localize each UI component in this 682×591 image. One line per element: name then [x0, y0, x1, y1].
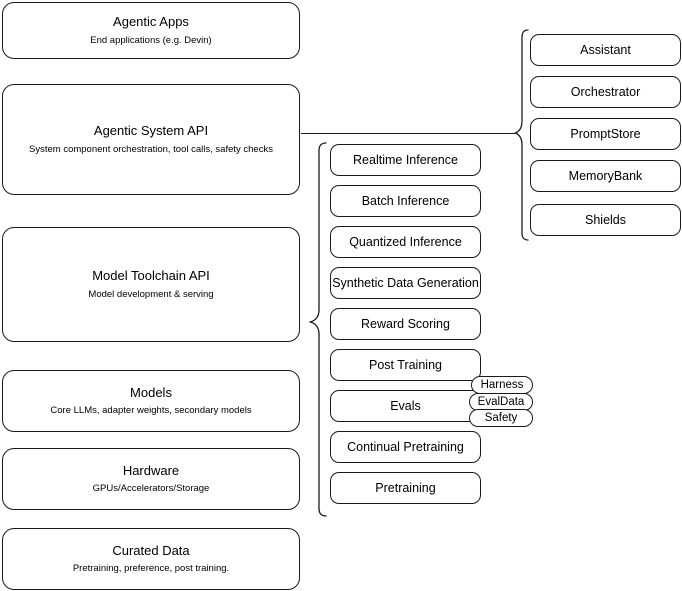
layer-subtitle: GPUs/Accelerators/Storage	[92, 483, 210, 495]
component-chip-promptstore[interactable]: PromptStore	[530, 118, 681, 150]
chip-label: Evals	[390, 399, 421, 413]
chip-label: Quantized Inference	[349, 235, 462, 249]
chip-label: Realtime Inference	[353, 153, 458, 167]
capability-chip-realtime-inference[interactable]: Realtime Inference	[330, 144, 481, 176]
pill-label: Safety	[484, 412, 518, 424]
layer-title: Hardware	[122, 462, 180, 478]
capability-chip-quantized-inference[interactable]: Quantized Inference	[330, 226, 481, 258]
layer-title: Models	[130, 384, 172, 400]
layer-subtitle: System component orchestration, tool cal…	[29, 143, 273, 155]
layer-subtitle: Pretraining, preference, post training.	[72, 563, 230, 575]
chip-label: Batch Inference	[361, 194, 450, 208]
layer-title: Agentic System API	[93, 123, 209, 139]
capability-chip-batch-inference[interactable]: Batch Inference	[330, 185, 481, 217]
pill-label: Harness	[480, 379, 524, 391]
component-chip-orchestrator[interactable]: Orchestrator	[530, 76, 681, 108]
layer-box-models[interactable]: Models Core LLMs, adapter weights, secon…	[2, 370, 300, 432]
layer-box-curated-data[interactable]: Curated Data Pretraining, preference, po…	[2, 528, 300, 590]
capability-chip-synthetic-data-generation[interactable]: Synthetic Data Generation	[330, 267, 481, 299]
chip-label: Reward Scoring	[361, 317, 450, 331]
layer-box-hardware[interactable]: Hardware GPUs/Accelerators/Storage	[2, 448, 300, 510]
capability-chip-evals[interactable]: Evals	[330, 390, 481, 422]
pill-label: EvalData	[477, 396, 525, 408]
layer-box-model-toolchain-api[interactable]: Model Toolchain API Model development & …	[2, 227, 300, 342]
eval-pill-harness[interactable]: Harness	[471, 376, 533, 394]
chip-label: Shields	[585, 213, 626, 227]
connector-line-system-api-to-components	[301, 132, 515, 134]
component-chip-shields[interactable]: Shields	[530, 204, 681, 236]
layer-title: Curated Data	[112, 542, 190, 558]
chip-label: Synthetic Data Generation	[332, 276, 479, 290]
capability-chip-reward-scoring[interactable]: Reward Scoring	[330, 308, 481, 340]
layer-box-agentic-system-api[interactable]: Agentic System API System component orch…	[2, 84, 300, 195]
chip-label: Pretraining	[375, 481, 436, 495]
capability-chip-post-training[interactable]: Post Training	[330, 349, 481, 381]
layer-subtitle: Core LLMs, adapter weights, secondary mo…	[50, 405, 252, 417]
layer-subtitle: Model development & serving	[88, 288, 214, 300]
eval-pill-evaldata[interactable]: EvalData	[469, 393, 533, 411]
chip-label: PromptStore	[570, 127, 641, 141]
chip-label: Orchestrator	[570, 85, 641, 99]
chip-label: Continual Pretraining	[347, 440, 464, 454]
chip-label: MemoryBank	[568, 169, 643, 183]
layer-title: Model Toolchain API	[92, 268, 210, 284]
layer-title: Agentic Apps	[113, 14, 189, 30]
capability-chip-continual-pretraining[interactable]: Continual Pretraining	[330, 431, 481, 463]
chip-label: Post Training	[369, 358, 442, 372]
layer-box-agentic-apps[interactable]: Agentic Apps End applications (e.g. Devi…	[2, 2, 300, 59]
component-chip-assistant[interactable]: Assistant	[530, 34, 681, 66]
eval-pill-safety[interactable]: Safety	[469, 409, 533, 427]
component-chip-memorybank[interactable]: MemoryBank	[530, 160, 681, 192]
layer-subtitle: End applications (e.g. Devin)	[90, 34, 212, 46]
chip-label: Assistant	[580, 43, 631, 57]
capability-chip-pretraining[interactable]: Pretraining	[330, 472, 481, 504]
